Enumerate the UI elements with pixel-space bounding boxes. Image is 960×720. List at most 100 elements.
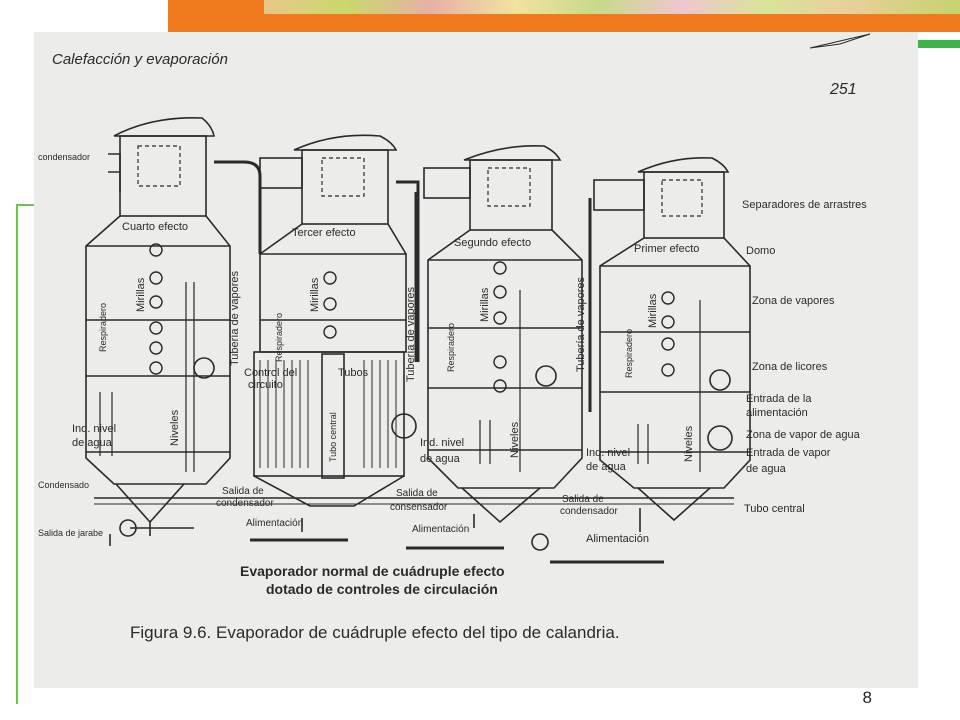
cone-3 xyxy=(253,475,405,507)
label-salida-1-1: Salida de xyxy=(562,494,604,505)
label-respiradero-4: Respiradero xyxy=(98,303,108,352)
evaporator-2 xyxy=(427,144,583,524)
vapor-pipe-3-2 xyxy=(396,180,420,362)
label-entrada-vapor-2: de agua xyxy=(746,463,787,475)
separator-inner-2 xyxy=(487,167,531,207)
label-mirillas-4: Mirillas xyxy=(135,277,147,312)
label-entrada-alimentacion-2: alimentación xyxy=(746,407,808,419)
figure-caption: Figura 9.6. Evaporador de cuádruple efec… xyxy=(130,623,620,642)
label-entrada-alimentacion-1: Entrada de la xyxy=(746,393,812,405)
condenser-outlet xyxy=(108,153,121,192)
shell-1 xyxy=(599,237,751,489)
evaporator-diagram: Calefacción y evaporación 251 xyxy=(38,33,871,642)
vapor-elbow-1 xyxy=(593,179,645,211)
label-mirillas-3: Mirillas xyxy=(309,277,321,312)
slide-number: 8 xyxy=(862,688,872,707)
tubes-3 xyxy=(259,360,397,468)
dome-4 xyxy=(113,117,215,137)
sight-glasses xyxy=(149,243,675,393)
vapor-elbow-3 xyxy=(259,157,303,189)
chapter-title: Calefacción y evaporación xyxy=(52,51,228,68)
label-condensador: condensador xyxy=(38,152,90,162)
central-tube-3 xyxy=(321,353,345,479)
diagram-caption-line-1: Evaporador normal de cuádruple efecto xyxy=(240,563,505,579)
label-zona-licores: Zona de licores xyxy=(752,361,828,373)
label-respiradero-2: Respiradero xyxy=(446,323,456,372)
shell-4 xyxy=(85,215,231,485)
vapor-pipe-4-3 xyxy=(214,160,262,254)
separator-inner-4 xyxy=(137,145,181,187)
flanges-2 xyxy=(428,259,582,451)
label-salida-2-2: consensador xyxy=(390,502,448,513)
label-tubos: Tubos xyxy=(338,367,369,379)
pencil-mark xyxy=(809,33,871,49)
label-ind-nivel-2-2: de agua xyxy=(420,453,461,465)
level-tubes xyxy=(99,392,649,464)
label-respiradero-1: Respiradero xyxy=(624,329,634,378)
separator-inner-1 xyxy=(661,179,703,217)
dome-2 xyxy=(463,144,562,161)
label-niveles-4: Niveles xyxy=(169,409,181,446)
label-alimentacion-2: Alimentación xyxy=(412,524,469,535)
label-salida-3-2: condensador xyxy=(216,498,274,509)
label-niveles-2: Niveles xyxy=(509,421,521,458)
green-accent-bar xyxy=(918,40,960,48)
label-tubo-central-vertical: Tubo central xyxy=(328,412,338,462)
label-segundo-efecto: Segundo efecto xyxy=(454,237,531,249)
banner-photo-strip xyxy=(264,0,960,14)
label-salida-2-1: Salida de xyxy=(396,488,438,499)
evaporator-4 xyxy=(85,117,231,536)
drop-lines xyxy=(109,508,641,546)
scanned-figure: Calefacción y evaporación 251 xyxy=(34,32,918,688)
label-zona-vapor-agua: Zona de vapor de agua xyxy=(746,429,861,441)
label-control-2: circuito xyxy=(248,379,283,391)
separator-4 xyxy=(119,135,207,217)
label-alimentacion-3: Alimentación xyxy=(246,518,303,529)
label-separadores: Separadores de arrastres xyxy=(742,199,867,211)
dome-1 xyxy=(637,156,730,173)
label-respiradero-3: Respiradero xyxy=(274,313,284,362)
feed-valve xyxy=(531,533,549,551)
flanges-3 xyxy=(260,253,406,321)
separator-3 xyxy=(301,149,389,225)
label-niveles-1: Niveles xyxy=(683,425,695,462)
label-domo: Domo xyxy=(746,245,775,257)
label-entrada-vapor-1: Entrada de vapor xyxy=(746,447,831,459)
label-condensado: Condensado xyxy=(38,480,89,490)
flanges-4 xyxy=(86,245,230,453)
label-tuberia-vapores-1: Tubería de vapores xyxy=(575,277,587,372)
label-tuberia-vapores-3: Tubería de vapores xyxy=(229,271,241,366)
inspection-ports xyxy=(193,357,733,451)
green-frame-line xyxy=(16,204,18,704)
label-salida-3-1: Salida de xyxy=(222,486,264,497)
page-number: 251 xyxy=(829,81,857,98)
separator-inner-3 xyxy=(321,157,365,197)
label-ind-nivel-1-2: de agua xyxy=(586,461,627,473)
label-ind-nivel-2-1: Ind. nivel xyxy=(420,437,464,449)
dome-3 xyxy=(293,134,398,151)
flanges-1 xyxy=(600,265,750,453)
label-salida-jarabe: Salida de jarabe xyxy=(38,528,103,538)
label-mirillas-1: Mirillas xyxy=(647,293,659,328)
feed-pipes xyxy=(250,538,664,564)
label-tercer-efecto: Tercer efecto xyxy=(292,227,356,239)
label-tuberia-vapores-2: Tubería de vapores xyxy=(405,287,417,382)
label-primer-efecto: Primer efecto xyxy=(634,243,699,255)
internal-pipes xyxy=(185,282,701,472)
cone-1 xyxy=(637,487,711,522)
label-tubo-central: Tubo central xyxy=(744,503,805,515)
separator-2 xyxy=(469,159,553,231)
diagram-caption-line-2: dotado de controles de circulación xyxy=(266,581,498,597)
label-ind-nivel-4-2: de agua xyxy=(72,437,113,449)
label-zona-vapores: Zona de vapores xyxy=(752,295,835,307)
cone-4 xyxy=(115,483,185,524)
label-ind-nivel-1-1: Ind. nivel xyxy=(586,447,630,459)
label-mirillas-2: Mirillas xyxy=(479,287,491,322)
shell-2 xyxy=(427,229,583,489)
label-cuarto-efecto: Cuarto efecto xyxy=(122,221,188,233)
jarabe-valve xyxy=(119,519,137,537)
label-alimentacion-1: Alimentación xyxy=(586,533,649,545)
green-frame-corner xyxy=(16,204,38,206)
vapor-elbow-2 xyxy=(423,167,471,199)
label-control-1: Control del xyxy=(244,367,297,379)
